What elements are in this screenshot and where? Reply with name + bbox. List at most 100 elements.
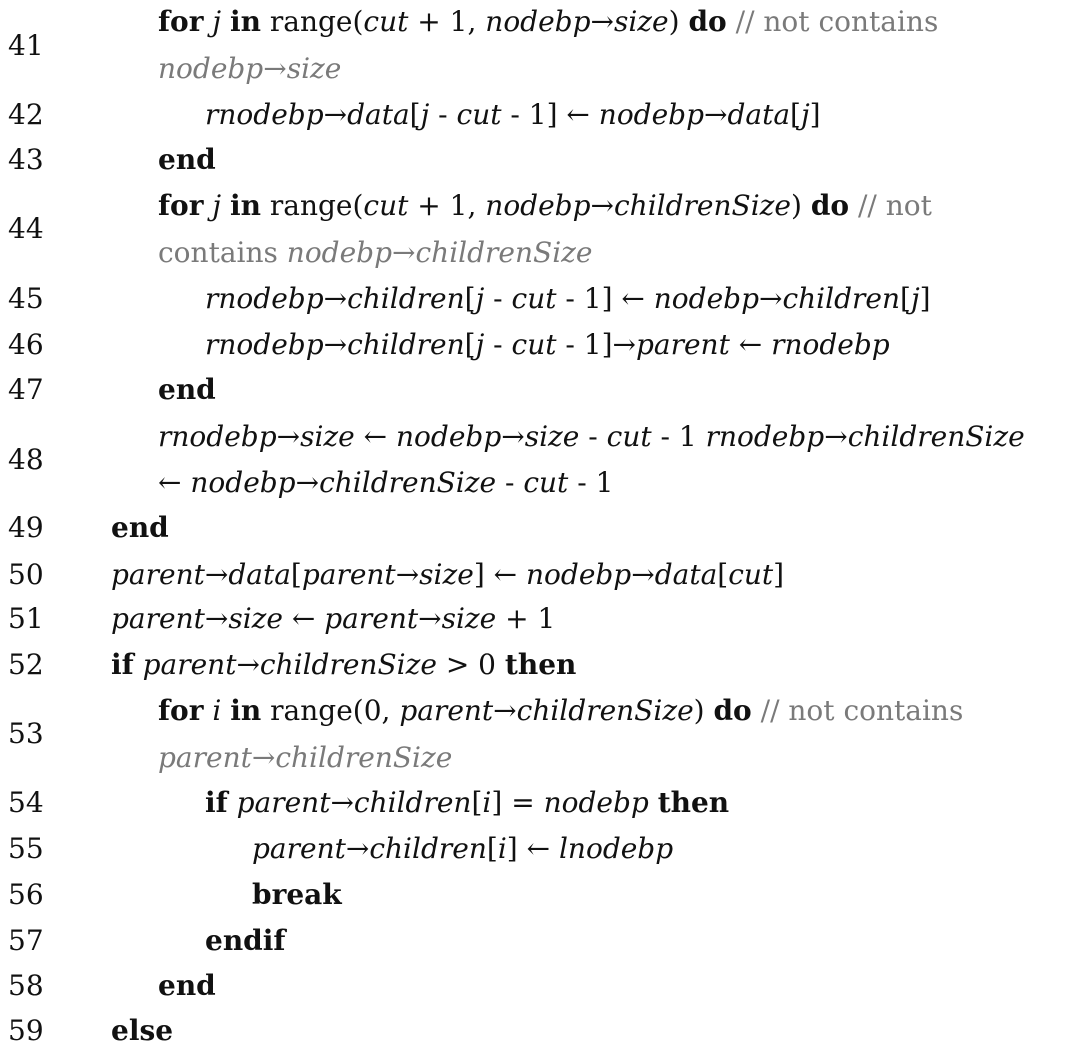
comment: → [263, 52, 287, 85]
code-text: [ [790, 98, 801, 131]
keyword: endif [205, 924, 286, 957]
code-text: [ [464, 328, 476, 361]
variable: parent [252, 832, 346, 865]
variable: i [497, 832, 507, 865]
line-number: 50 [8, 558, 44, 591]
variable: cut [523, 466, 569, 499]
code-text: - 1 [651, 420, 706, 453]
variable: j [475, 282, 485, 315]
code-text: → [501, 420, 525, 453]
variable: data [654, 558, 718, 591]
comment: // not contains [726, 5, 939, 38]
code-text [221, 189, 230, 222]
line-number: 41 [8, 29, 44, 62]
code-text: ← [729, 328, 772, 361]
line-number: 54 [8, 786, 44, 819]
variable: cut [363, 189, 409, 222]
variable: nodebp [396, 420, 502, 453]
line-number: 59 [8, 1014, 44, 1047]
keyword: then [504, 648, 577, 681]
variable: nodebp [598, 98, 705, 131]
code-text [221, 694, 230, 727]
code-text: ] = [491, 786, 544, 819]
code-line: parent→childrenSize [158, 742, 452, 774]
line-number: 56 [8, 878, 44, 911]
code-line: end [158, 970, 216, 1002]
keyword: then [657, 786, 730, 819]
comment-variable: size [286, 52, 342, 85]
variable: nodebp [653, 282, 759, 315]
keyword: if [111, 648, 134, 681]
code-text: → [590, 5, 614, 38]
code-text: → [395, 558, 420, 591]
code-text: → [418, 602, 442, 635]
variable: cut [511, 282, 557, 315]
code-text: [ [471, 786, 483, 819]
keyword: for [158, 694, 204, 727]
code-line: for j in range(cut + 1, nodebp→childrenS… [158, 190, 932, 222]
code-line: nodebp→size [158, 53, 341, 85]
keyword: do [688, 5, 727, 38]
keyword: end [111, 511, 169, 544]
keyword: do [810, 189, 850, 222]
variable: nodebp [190, 466, 296, 499]
code-text: → [236, 648, 260, 681]
keyword: end [158, 969, 216, 1002]
code-line: end [158, 374, 216, 406]
variable: childrenSize [259, 648, 437, 681]
variable: j [212, 5, 222, 38]
code-line: endif [205, 925, 285, 957]
code-text: + 1 [496, 602, 556, 635]
code-text [221, 5, 230, 38]
code-line: ← nodebp→childrenSize - cut - 1 [158, 467, 613, 499]
code-text: ) [693, 694, 714, 727]
keyword: do [713, 694, 752, 727]
variable: children [347, 328, 465, 361]
keyword: end [158, 143, 216, 176]
line-number: 43 [8, 143, 44, 176]
line-number: 53 [8, 717, 44, 750]
variable: parent [236, 786, 331, 819]
code-text: → [323, 328, 348, 361]
code-text: → [295, 466, 320, 499]
keyword: if [205, 786, 228, 819]
code-text: ] ← [506, 832, 559, 865]
line-number: 55 [8, 832, 44, 865]
comment-variable: nodebp [286, 236, 393, 269]
code-line: else [111, 1015, 173, 1047]
comment: // not [849, 189, 932, 222]
code-text: + 1, [408, 5, 486, 38]
code-text: - 1] ← [556, 282, 654, 315]
code-line: end [111, 512, 169, 544]
code-line: if parent→children[i] = nodebp then [205, 787, 729, 819]
comment: // not contains [751, 694, 964, 727]
code-text: > 0 [436, 648, 505, 681]
variable: childrenSize [516, 694, 694, 727]
code-text: → [824, 420, 848, 453]
code-text: - [484, 328, 512, 361]
code-text: - [429, 98, 457, 131]
code-text: → [759, 282, 783, 315]
variable: nodebp [485, 5, 591, 38]
code-line: contains nodebp→childrenSize [158, 237, 592, 269]
variable: i [482, 786, 492, 819]
code-text: ← [354, 420, 397, 453]
variable: childrenSize [319, 466, 497, 499]
variable: size [441, 602, 497, 635]
variable: parent [142, 648, 237, 681]
keyword: for [158, 5, 204, 38]
code-line: end [158, 144, 216, 176]
code-text: → [204, 558, 229, 591]
line-number: 42 [8, 98, 44, 131]
variable: i [212, 694, 222, 727]
line-number: 46 [8, 328, 44, 361]
code-text: ) [790, 189, 811, 222]
code-text [649, 786, 658, 819]
variable: j [420, 98, 430, 131]
variable: rnodebp [771, 328, 890, 361]
variable: rnodebp [205, 282, 324, 315]
code-text: - [484, 282, 512, 315]
variable: lnodebp [558, 832, 674, 865]
line-number: 44 [8, 212, 44, 245]
